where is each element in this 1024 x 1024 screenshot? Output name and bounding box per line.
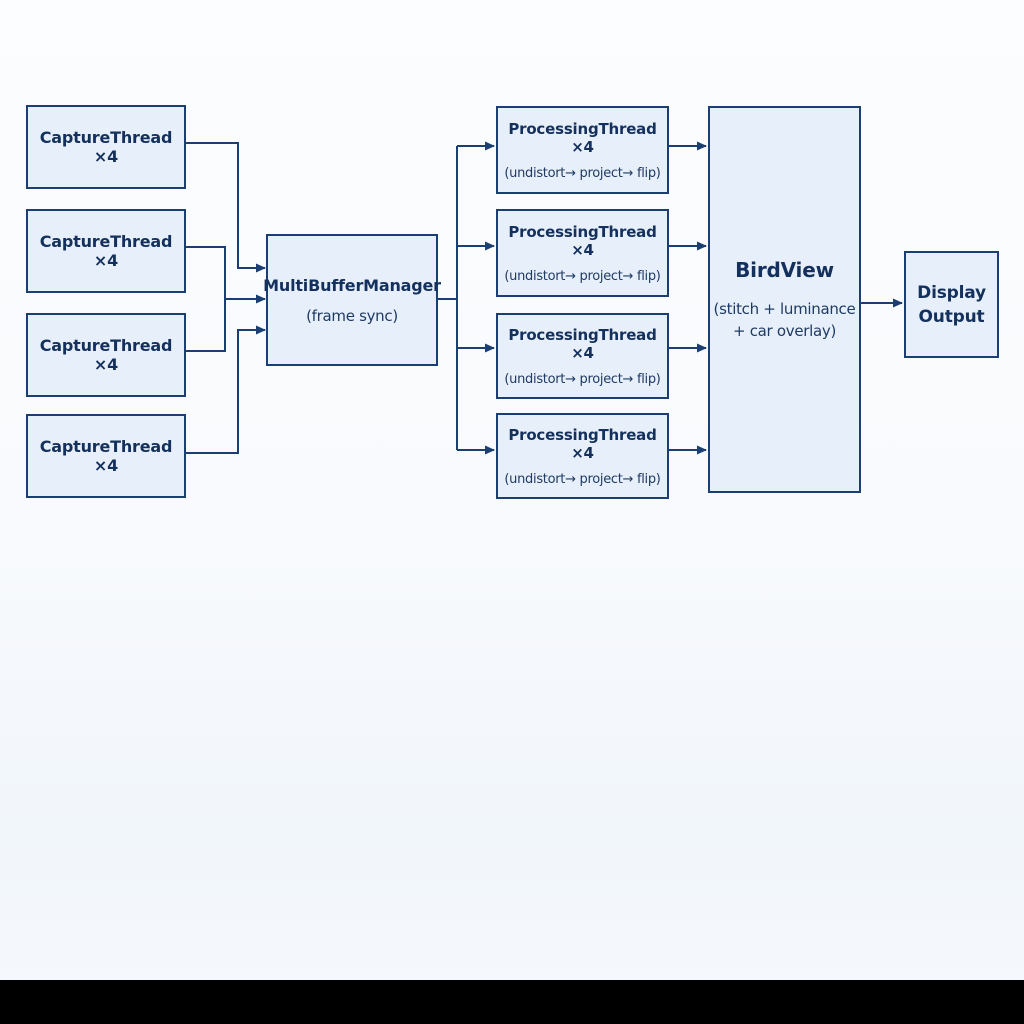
processing-thread-node-1[interactable]: ProcessingThread ×4 (undistort→ project→…: [496, 106, 669, 194]
processing-thread-subtitle: (undistort→ project→ flip): [504, 165, 661, 181]
buffer-manager-title: MultiBufferManager: [263, 275, 441, 295]
capture-thread-label: CaptureThread ×4: [39, 232, 173, 270]
processing-thread-title: ProcessingThread ×4: [508, 222, 657, 259]
processing-thread-subtitle: (undistort→ project→ flip): [504, 371, 661, 387]
capture-thread-label: CaptureThread ×4: [39, 336, 173, 374]
birdview-node[interactable]: BirdView (stitch + luminance + car overl…: [708, 106, 861, 493]
display-output-node[interactable]: Display Output: [904, 251, 999, 358]
processing-thread-subtitle: (undistort→ project→ flip): [504, 471, 661, 487]
processing-thread-title: ProcessingThread ×4: [508, 119, 657, 156]
birdview-subtitle: (stitch + luminance + car overlay): [713, 299, 856, 340]
processing-thread-node-2[interactable]: ProcessingThread ×4 (undistort→ project→…: [496, 209, 669, 297]
capture-thread-node-1[interactable]: CaptureThread ×4: [26, 105, 186, 189]
capture-thread-label: CaptureThread ×4: [39, 437, 173, 475]
processing-thread-title: ProcessingThread ×4: [508, 325, 657, 362]
processing-thread-subtitle: (undistort→ project→ flip): [504, 268, 661, 284]
capture-thread-node-3[interactable]: CaptureThread ×4: [26, 313, 186, 397]
display-output-title: Display Output: [917, 282, 986, 327]
capture-thread-node-2[interactable]: CaptureThread ×4: [26, 209, 186, 293]
birdview-title: BirdView: [735, 257, 834, 282]
processing-thread-node-4[interactable]: ProcessingThread ×4 (undistort→ project→…: [496, 413, 669, 499]
buffer-manager-node[interactable]: MultiBufferManager (frame sync): [263, 234, 441, 366]
capture-thread-label: CaptureThread ×4: [39, 128, 173, 166]
capture-thread-node-4[interactable]: CaptureThread ×4: [26, 414, 186, 498]
buffer-manager-subtitle: (frame sync): [306, 306, 398, 325]
bottom-bar: [0, 980, 1024, 1024]
processing-thread-title: ProcessingThread ×4: [508, 425, 657, 462]
processing-thread-node-3[interactable]: ProcessingThread ×4 (undistort→ project→…: [496, 313, 669, 399]
